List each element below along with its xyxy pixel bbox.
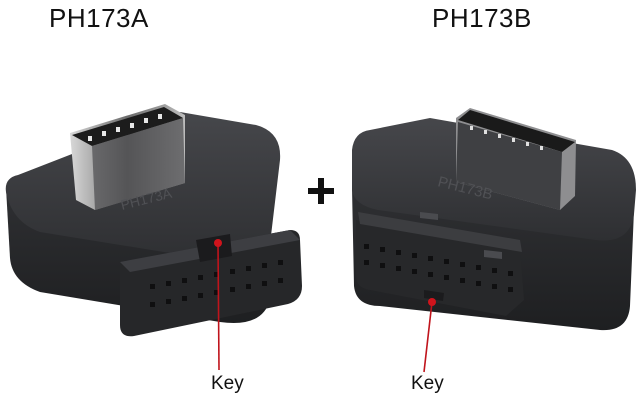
- key-label-a: Key: [211, 373, 244, 394]
- key-pointer-b: [423, 298, 436, 373]
- key-tab-b: [424, 290, 444, 301]
- key-label-b: Key: [411, 373, 444, 394]
- product-title-ph173a: PH173A: [49, 3, 149, 33]
- usb-port-metal-b: [456, 108, 576, 210]
- pin-header-b: [356, 212, 524, 316]
- key-notch-a: [196, 234, 232, 262]
- plus-icon: [308, 178, 334, 204]
- key-pointer-a: [214, 239, 222, 371]
- pin-header-a: [120, 230, 302, 337]
- usb-port-metal-a: [70, 104, 185, 210]
- product-title-ph173b: PH173B: [432, 3, 532, 33]
- connector-ph173a: PH173A: [5, 104, 302, 371]
- connector-ph173b: PH173B: [352, 108, 636, 373]
